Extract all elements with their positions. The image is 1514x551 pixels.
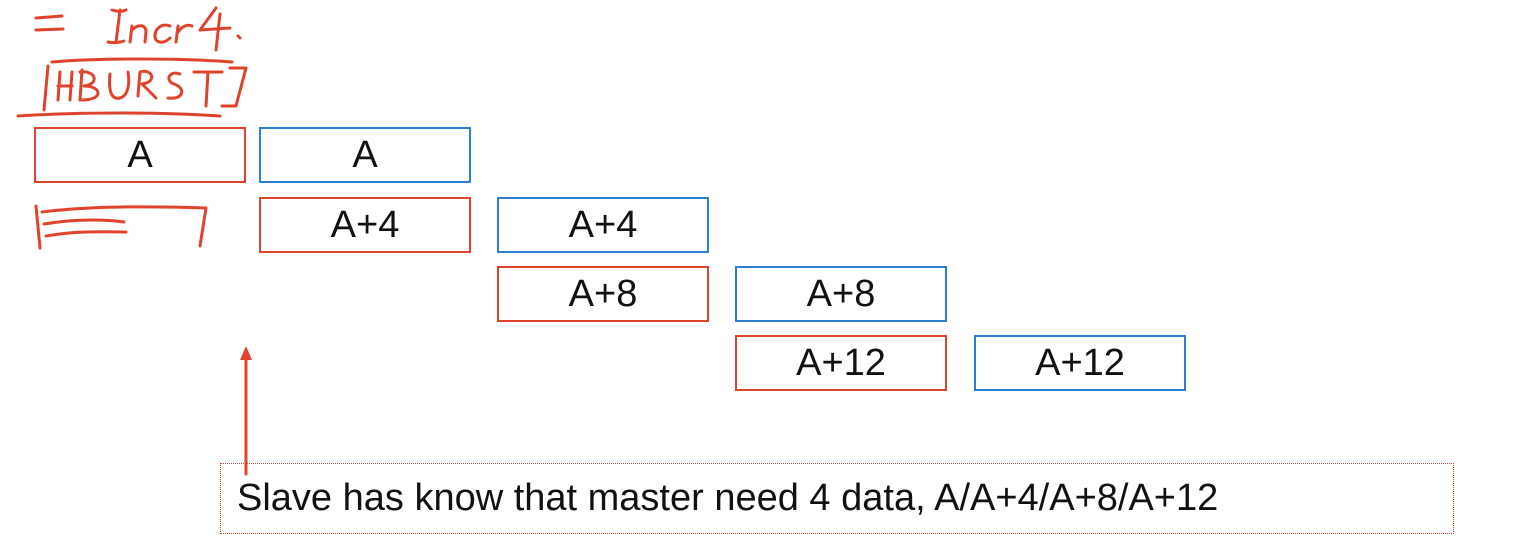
slave-box-label: A+8 [806, 272, 876, 315]
master-box-a-plus-8: A+8 [497, 266, 709, 322]
slave-box-a-plus-4: A+4 [497, 197, 709, 253]
handwritten-bracket [34, 204, 208, 250]
master-box-a-plus-4: A+4 [259, 197, 471, 253]
master-box-a-plus-12: A+12 [735, 335, 947, 391]
handwritten-hburst [16, 57, 248, 118]
master-box-label: A+4 [330, 203, 400, 246]
slave-box-a-plus-8: A+8 [735, 266, 947, 322]
handwritten-incr4 [34, 6, 242, 52]
master-box-a: A [34, 127, 246, 183]
master-box-label: A [127, 133, 153, 176]
slave-box-a-plus-12: A+12 [974, 335, 1186, 391]
master-box-label: A+8 [568, 272, 638, 315]
master-box-label: A+12 [796, 341, 886, 384]
slave-box-label: A+4 [568, 203, 638, 246]
slave-box-label: A+12 [1035, 341, 1125, 384]
slave-box-a: A [259, 127, 471, 183]
annotation-arrow [240, 346, 252, 476]
annotation-note: Slave has know that master need 4 data, … [220, 463, 1454, 534]
annotation-text: Slave has know that master need 4 data, … [237, 477, 1219, 519]
slave-box-label: A [352, 133, 378, 176]
